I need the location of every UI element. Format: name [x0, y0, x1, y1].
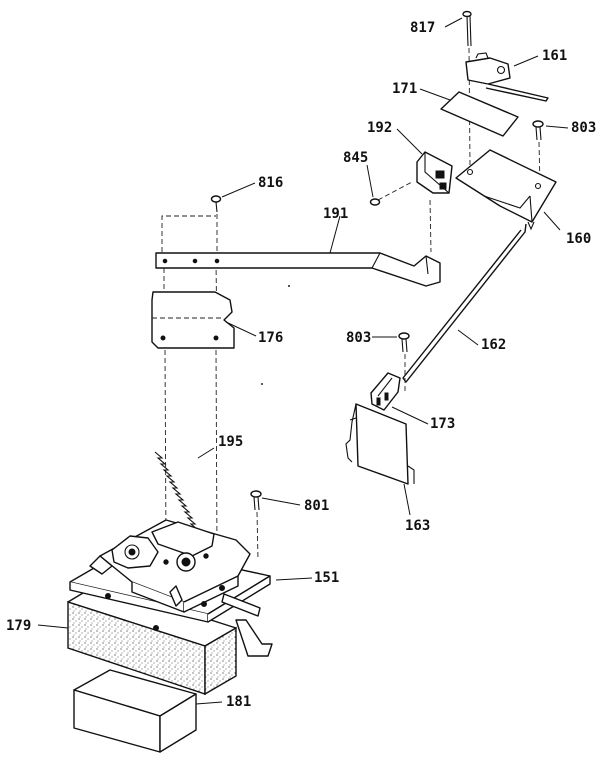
plate-176	[151, 291, 235, 349]
callout-179: 179	[6, 618, 31, 634]
callout-192: 192	[367, 120, 392, 136]
screw-803-lower	[398, 332, 410, 392]
callout-176: 176	[258, 330, 283, 346]
callout-181: 181	[226, 694, 251, 710]
callout-816: 816	[258, 175, 283, 191]
callout-161: 161	[542, 48, 567, 64]
callout-191: 191	[323, 206, 348, 222]
link-rod-162	[402, 223, 527, 383]
callout-801: 801	[304, 498, 329, 514]
callout-803-upper: 803	[571, 120, 596, 136]
callout-173: 173	[430, 416, 455, 432]
callout-845: 845	[343, 150, 368, 166]
callout-151: 151	[314, 570, 339, 586]
callout-195: 195	[218, 434, 243, 450]
insulator-171	[440, 91, 519, 137]
plate-163	[345, 403, 415, 485]
callout-803-lower: 803	[346, 330, 371, 346]
callout-817: 817	[410, 20, 435, 36]
leader-lines	[37, 17, 569, 705]
screw-801	[250, 490, 262, 561]
screw-817	[462, 10, 472, 166]
latch-assembly-151	[69, 519, 273, 657]
callout-162: 162	[481, 337, 506, 353]
callout-labels: 817 161 171 803 192 845 160 816 191 176 …	[6, 20, 596, 710]
bracket-160	[455, 149, 557, 231]
screw-816	[210, 195, 222, 252]
block-181	[73, 669, 197, 753]
switch-161	[465, 52, 549, 102]
bracket-173	[370, 372, 401, 411]
block-192	[416, 151, 453, 194]
callout-163: 163	[405, 518, 430, 534]
callout-160: 160	[566, 231, 591, 247]
rail-bar-191	[155, 199, 441, 287]
callout-171: 171	[392, 81, 417, 97]
screw-845	[369, 181, 413, 206]
